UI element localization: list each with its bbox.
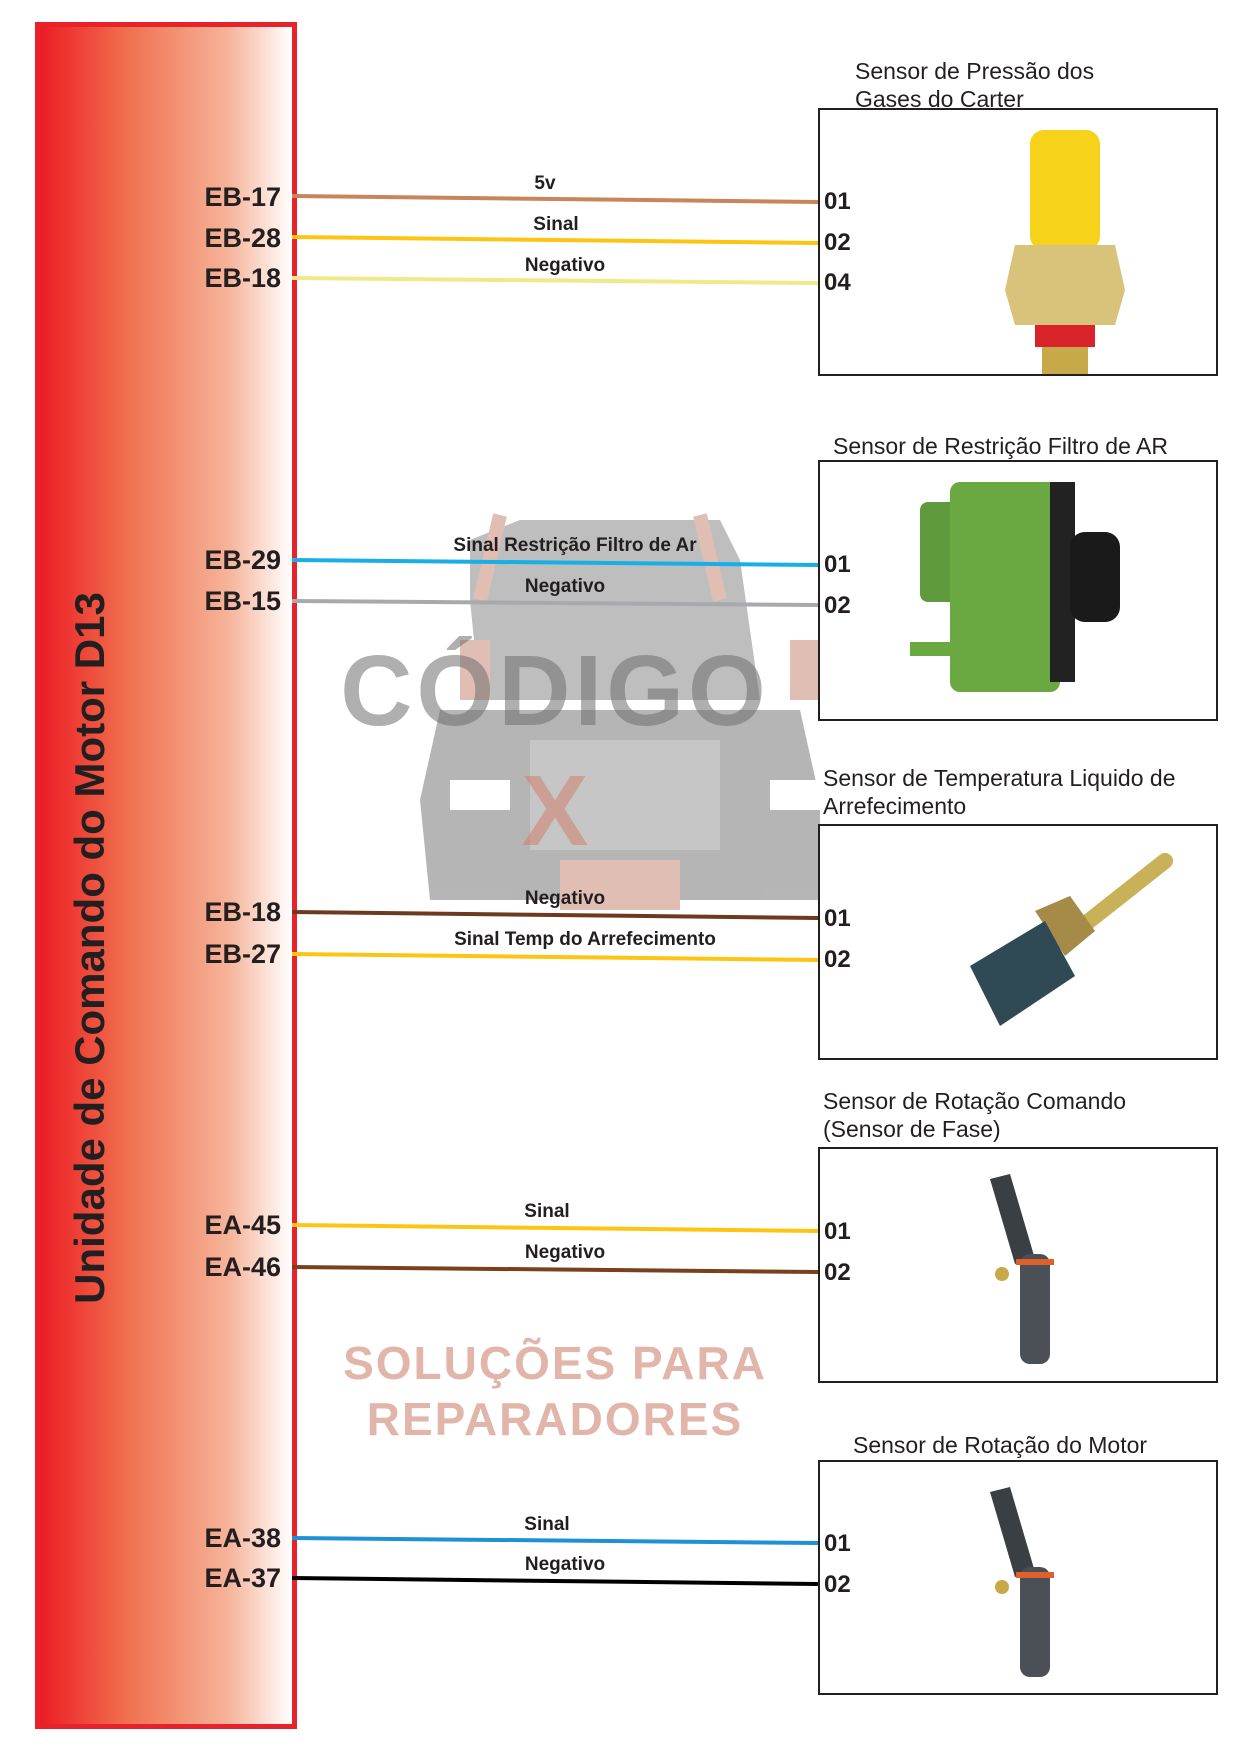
wire: [291, 1265, 819, 1274]
sensor-pin: 01: [824, 905, 851, 932]
watermark-brand: CÓDIGO: [340, 635, 770, 747]
sensor-pin: 01: [824, 551, 851, 578]
wire-label: Sinal: [524, 1514, 570, 1535]
pressure-sensor-image: [1005, 130, 1125, 377]
wire-label: Negativo: [524, 576, 606, 597]
sensor-box-camshaft-position: [818, 1147, 1218, 1383]
ecu-pin: EA-45: [204, 1209, 281, 1240]
ecu-block: [35, 22, 297, 1729]
wire: [291, 235, 819, 245]
sensor-title: Sensor de Rotação Comando(Sensor de Fase…: [823, 1088, 1127, 1142]
ecu-pin: EA-38: [204, 1522, 281, 1553]
camshaft-sensor-image: [990, 1174, 1054, 1364]
air-filter-sensor-image: [910, 482, 1120, 692]
wire-label: Sinal Temp do Arrefecimento: [454, 929, 716, 950]
ecu-pin: EA-46: [204, 1251, 281, 1282]
sensor-pin: 02: [824, 592, 851, 619]
wire-label: Negativo: [524, 1242, 606, 1263]
engine-speed-sensor-image: [990, 1487, 1054, 1677]
wire: [291, 276, 819, 285]
wire: [291, 558, 819, 567]
sensor-pin: 04: [824, 269, 851, 296]
sensor-pin: 02: [824, 1259, 851, 1286]
wire: [291, 1576, 819, 1586]
sensor-pin: 02: [824, 229, 851, 256]
ecu-pin: EB-27: [204, 938, 281, 969]
ecu-pin: EA-37: [204, 1562, 281, 1593]
wire-label: Sinal: [533, 214, 579, 235]
wire-label: 5v: [534, 173, 556, 194]
wire-label: Negativo: [524, 888, 606, 909]
wire: [291, 910, 819, 920]
wire: [291, 194, 819, 204]
wire: [291, 1536, 819, 1545]
ecu-pin: EB-18: [204, 262, 281, 293]
sensor-pin: 02: [824, 946, 851, 973]
wire: [291, 1223, 819, 1233]
wire-label: Negativo: [524, 1554, 606, 1575]
sensor-pin: 02: [824, 1571, 851, 1598]
sensor-box-coolant-temperature: [818, 824, 1218, 1060]
watermark-tagline: SOLUÇÕES PARA REPARADORES: [343, 1337, 767, 1445]
ecu-pin: EB-15: [204, 585, 281, 616]
sensor-pin: 01: [824, 188, 851, 215]
ecu-pin: EB-28: [204, 222, 281, 253]
sensor-box-engine-speed: [818, 1460, 1218, 1695]
watermark-mark: X: [521, 755, 589, 867]
sensor-title: Sensor de Restrição Filtro de AR: [833, 433, 1168, 459]
wire-label: Sinal: [524, 1201, 570, 1222]
sensor-title: Sensor de Rotação do Motor: [853, 1432, 1148, 1458]
coolant-sensor-image: [970, 853, 1173, 1026]
ecu-pin: EB-18: [204, 896, 281, 927]
ecu-pin: EB-29: [204, 544, 281, 575]
wire: [291, 599, 819, 607]
wire: [291, 952, 819, 962]
wire-label: Sinal Restrição Filtro de Ar: [453, 535, 697, 556]
sensor-box-crankcase-pressure: [818, 108, 1218, 377]
sensor-pin: 01: [824, 1218, 851, 1245]
sensor-pin: 01: [824, 1530, 851, 1557]
wire-label: Negativo: [524, 255, 606, 276]
ecu-pin: EB-17: [204, 181, 281, 212]
sensor-box-air-filter-restriction: [818, 460, 1218, 721]
